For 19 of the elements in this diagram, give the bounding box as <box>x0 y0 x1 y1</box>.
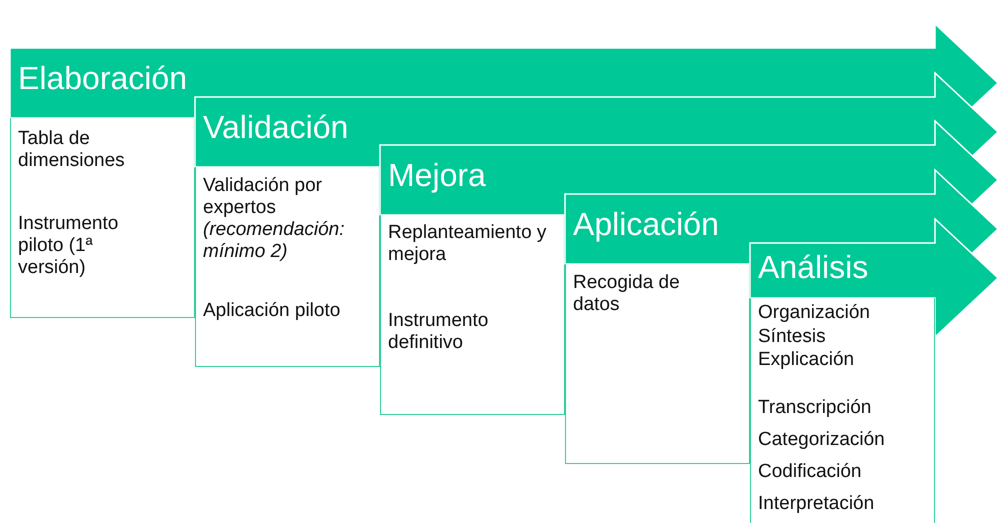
body-text: Aplicación piloto <box>203 300 342 322</box>
phase-heading: Validación <box>203 109 348 146</box>
phase-heading: Análisis <box>758 249 868 286</box>
body-text: Organización <box>758 302 871 324</box>
body-text: Transcripción <box>758 397 872 419</box>
body-text: Instrumento definitivo <box>388 310 490 354</box>
body-text: Interpretación <box>758 493 876 515</box>
body-text: Recogida de datos <box>573 272 681 316</box>
body-text: Tabla de dimensiones <box>18 128 126 172</box>
body-text: Instrumento piloto (1ª versión) <box>18 213 120 279</box>
body-text: Validación por expertos (recomendación: mínimo 2) <box>203 175 346 263</box>
phase-heading: Elaboración <box>18 60 187 97</box>
body-text: Categorización <box>758 429 886 451</box>
body-text: Explicación <box>758 349 856 371</box>
body-text: Codificación <box>758 461 862 483</box>
phase-heading: Mejora <box>388 157 486 194</box>
phase-heading: Aplicación <box>573 206 719 243</box>
body-text: Replanteamiento y mejora <box>388 222 548 266</box>
body-text: Síntesis <box>758 326 827 348</box>
